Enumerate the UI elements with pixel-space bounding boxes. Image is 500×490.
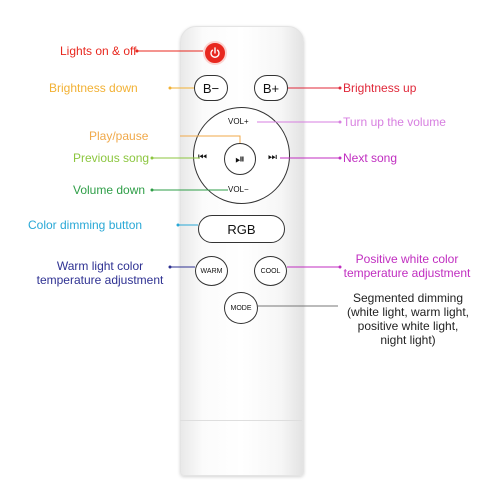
label-color-dimming: Color dimming button <box>28 218 143 232</box>
power-icon <box>210 47 220 58</box>
vol-down-button[interactable]: VOL− <box>228 185 249 194</box>
label-volume-down: Volume down <box>73 183 146 197</box>
label-warm: Warm light color temperature adjustment <box>35 259 165 287</box>
label-seg-line2: (white light, warm light, <box>346 305 470 319</box>
line-dots <box>135 49 342 269</box>
label-volume-up: Turn up the volume <box>343 115 446 129</box>
label-brightness-up: Brightness up <box>343 81 417 95</box>
brightness-up-button[interactable]: B+ <box>254 75 288 101</box>
label-positive-line1: Positive white color <box>355 252 459 266</box>
label-next: Next song <box>343 151 398 165</box>
remote-seam <box>180 420 302 421</box>
play-pause-icon: ⏯ <box>235 151 245 166</box>
label-warm-line2: temperature adjustment <box>36 273 164 287</box>
brightness-down-button[interactable]: B− <box>194 75 228 101</box>
label-brightness-down: Brightness down <box>49 81 138 95</box>
previous-song-button[interactable]: ⏮ <box>198 152 207 163</box>
warm-button[interactable]: WARM <box>195 256 228 286</box>
power-button[interactable] <box>203 41 227 65</box>
mode-button[interactable]: MODE <box>224 292 258 324</box>
label-warm-line1: Warm light color <box>56 259 144 273</box>
line-play-pause <box>180 135 241 143</box>
label-positive-line2: temperature adjustment <box>343 266 471 280</box>
label-lights: Lights on & off <box>60 44 137 58</box>
next-song-button[interactable]: ⏭ <box>268 152 277 163</box>
label-seg-line1: Segmented dimming <box>352 291 464 305</box>
remote-control-body <box>180 26 304 476</box>
label-previous: Previous song <box>73 151 150 165</box>
label-seg-line3: positive white light, <box>357 319 459 333</box>
rgb-button[interactable]: RGB <box>198 215 285 243</box>
label-play-pause: Play/pause <box>89 129 149 143</box>
label-seg-line4: night light) <box>380 333 436 347</box>
label-positive-white: Positive white color temperature adjustm… <box>342 252 472 280</box>
label-segmented: Segmented dimming (white light, warm lig… <box>338 291 478 347</box>
cool-button[interactable]: COOL <box>254 256 287 286</box>
play-pause-button[interactable]: ⏯ <box>224 143 256 175</box>
vol-up-button[interactable]: VOL+ <box>228 117 249 126</box>
